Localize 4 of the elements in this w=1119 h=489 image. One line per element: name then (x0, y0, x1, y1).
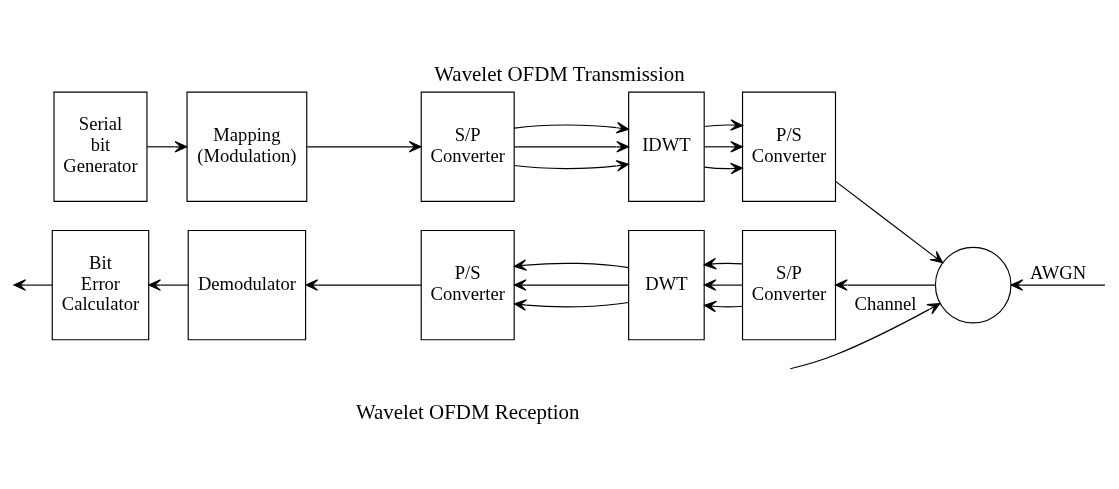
diagram-title: Wavelet OFDM Transmission (434, 61, 685, 86)
caption: Wavelet OFDM Reception (355, 399, 580, 424)
edge-label: AWGN (1029, 261, 1087, 283)
edge-label: Channel (854, 292, 917, 314)
